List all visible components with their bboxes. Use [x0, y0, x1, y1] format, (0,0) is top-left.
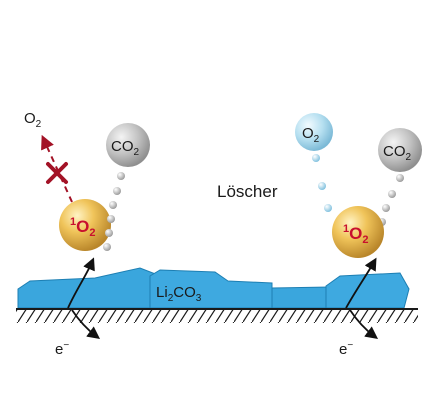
electron-path-right-up-arrow [345, 257, 377, 309]
electron-path-right-down-arrow [349, 309, 379, 340]
crystal-block-left [17, 267, 159, 309]
electron-label-right: e− [339, 340, 353, 358]
co2-trail-dot [107, 215, 115, 223]
co2-label-right: CO2 [383, 143, 412, 163]
co2-sphere-left [106, 123, 150, 167]
o2-trail-dot [318, 182, 326, 190]
co2-label-left: CO2 [111, 138, 140, 158]
blocked-cross-icon [46, 162, 68, 184]
co2-trail-dot [382, 204, 390, 212]
co2-trail-dot [113, 187, 121, 195]
electron-path-left-up-arrow [67, 257, 95, 309]
electron-path-left-down-arrow [71, 309, 101, 340]
li2co3-label: Li2CO3 [156, 284, 202, 304]
co2-trail-dot [105, 229, 113, 237]
co2-trail-dot [109, 201, 117, 209]
crystal-block-right [325, 272, 410, 309]
o2-label-right: O2 [302, 125, 320, 145]
singlet-oxygen-sphere-right [332, 206, 384, 258]
co2-trail-dot [117, 172, 125, 180]
o2-trail-dot [324, 204, 332, 212]
electron-label-left: e− [55, 340, 69, 358]
o2-trail-dot [312, 154, 320, 162]
singlet-oxygen-sphere-left [59, 199, 111, 251]
o2-sphere-right [295, 113, 333, 151]
co2-sphere-right [378, 128, 422, 172]
singlet-oxygen-label-left: 1O2 [70, 216, 95, 239]
electrode-hatching [16, 309, 418, 323]
singlet-oxygen-label-right: 1O2 [343, 223, 368, 246]
co2-trail-dot [396, 174, 404, 182]
co2-trail-dot [388, 190, 396, 198]
crystal-block-right-low [271, 286, 333, 309]
o2-label-left: O2 [24, 110, 42, 130]
li2co3-crystal-layer [17, 267, 410, 309]
quencher-label: Löscher [217, 182, 278, 201]
electrode-surface [16, 308, 418, 323]
co2-trail-dot [103, 243, 111, 251]
